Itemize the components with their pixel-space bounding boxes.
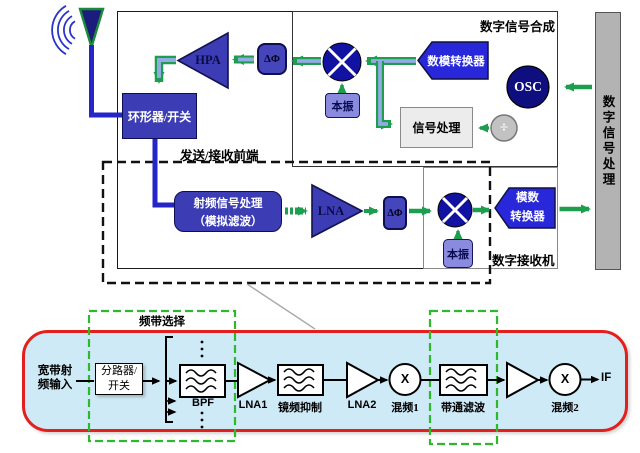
zoom-leader-line: [246, 283, 316, 330]
mixer1-circle: [388, 363, 422, 396]
hpa-label: HPA: [195, 52, 221, 67]
signal-processing-box: 信号处理: [400, 107, 473, 148]
bpf-label: BPF: [192, 397, 214, 409]
rx-mixer-icon: [437, 192, 473, 228]
rx-local-oscillator-box: 本振: [443, 239, 473, 268]
image-reject-filter-icon: [277, 364, 324, 396]
green-arrows: [285, 82, 592, 239]
radio-waves-icon: [51, 5, 76, 55]
lna1-label: LNA1: [238, 399, 268, 411]
frontend-title: 发送/接收前端: [180, 149, 259, 163]
adc-label-line2: 转换器: [510, 211, 545, 223]
rf-signal-processing-box: 射频信号处理 （模拟滤波）: [174, 191, 282, 232]
adc-pentagon: [494, 187, 556, 229]
lna2-triangle: [346, 361, 381, 399]
image-reject-label: 镜频抑制: [278, 402, 322, 414]
more-filters-dots: [200, 340, 204, 429]
bandpass-filter-icon: [439, 364, 488, 396]
mixer2-label: 混频2: [551, 402, 579, 414]
wideband-input-line1: 宽带射: [37, 365, 73, 377]
tx-mixer-icon: [322, 42, 362, 82]
wideband-input-label: 宽带射 频输入: [28, 364, 82, 392]
lna-amplifier-triangle: [311, 183, 364, 239]
band-select-title: 频带选择: [139, 316, 185, 328]
dac-pentagon: [417, 41, 489, 80]
tx-local-oscillator-box: 本振: [325, 93, 360, 118]
antenna-icon: [78, 7, 105, 52]
adc-label: 模数 转换器: [500, 189, 555, 229]
rx-phase-shifter-box: ΔΦ: [383, 196, 407, 230]
dsp-bar-label: 数字信号处理: [600, 94, 615, 188]
divider-symbol: ÷: [499, 119, 509, 136]
mixer1-x-symbol: X: [400, 372, 410, 386]
bpf-filter-icon: [179, 364, 226, 398]
tx-phase-shifter-box: ΔΦ: [257, 43, 287, 75]
if-amplifier-triangle: [506, 361, 541, 399]
wideband-input-line2: 频输入: [37, 379, 73, 391]
splitter-line2: 开关: [108, 380, 130, 392]
mixer2-circle: [548, 363, 582, 396]
bottom-chain-lines: [76, 336, 600, 423]
lna2-label: LNA2: [347, 399, 377, 411]
splitter-line1: 分路器/: [100, 365, 138, 377]
rf-processing-line2: （模拟滤波）: [193, 216, 263, 228]
splitter-switch-box: 分路器/ 开关: [95, 363, 143, 395]
hpa-amplifier-triangle: [176, 31, 229, 90]
if-output-label: IF: [601, 372, 612, 384]
circulator-switch-box: 环形器/开关: [122, 93, 197, 139]
dsp-bar: [595, 12, 621, 270]
lna-label: LNA: [317, 203, 345, 218]
antenna-feed-line: [89, 45, 123, 118]
receiver-title: 数字接收机: [492, 254, 555, 268]
circulator-to-rf-line: [152, 137, 176, 208]
band-select-dashed-frame: [87, 309, 237, 443]
tx-chain-arrows: [153, 54, 416, 130]
lna1-triangle: [237, 361, 273, 399]
divider-circle-icon: [490, 114, 518, 142]
rf-processing-line1: 射频信号处理: [193, 198, 263, 210]
bandpass-label: 带通滤波: [441, 402, 485, 414]
dac-label: 数模转换器: [427, 55, 485, 68]
adc-label-line1: 模数: [516, 192, 539, 204]
mixer2-x-symbol: X: [560, 372, 570, 386]
frontend-dashed-frame: [101, 160, 492, 285]
osc-circle: [506, 65, 550, 109]
digital-synthesis-box: [292, 11, 558, 167]
osc-label: OSC: [514, 79, 542, 94]
synthesis-title: 数字信号合成: [479, 20, 555, 34]
mixer1-label: 混频1: [391, 402, 419, 414]
